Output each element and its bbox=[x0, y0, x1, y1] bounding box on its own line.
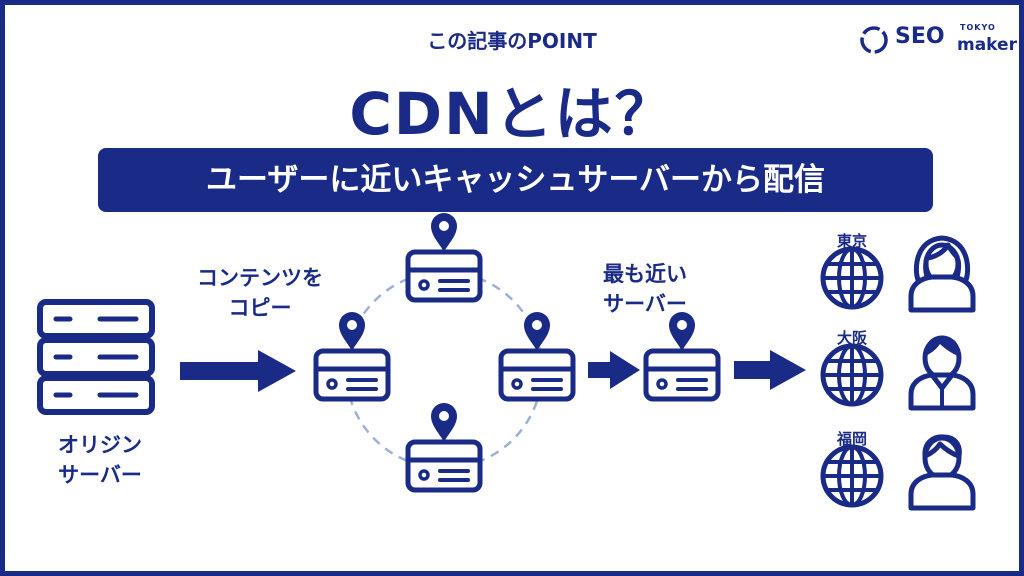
user-icon bbox=[911, 434, 973, 508]
city-label-tokyo: 東京 bbox=[836, 232, 867, 250]
summary-banner: ユーザーに近いキャッシュサーバーから配信 bbox=[98, 148, 933, 212]
nearest-label-line1: 最も近い bbox=[603, 262, 687, 286]
globe-icon bbox=[823, 346, 881, 404]
user-female-icon bbox=[911, 235, 973, 310]
origin-server-label: オリジン サーバー bbox=[35, 430, 165, 490]
seo-maker-logo: SEO TOKYO maker bbox=[857, 23, 1017, 57]
origin-server-icon bbox=[37, 299, 155, 415]
globe-icon bbox=[823, 447, 881, 505]
arrow-right-icon bbox=[180, 350, 296, 392]
location-pin-icon bbox=[339, 312, 365, 351]
location-pin-icon bbox=[431, 213, 457, 252]
cdn-diagram bbox=[37, 213, 1019, 571]
copy-label-line1: コンテンツを bbox=[197, 266, 323, 290]
copy-label-line2: コピー bbox=[228, 296, 292, 320]
page-title: CDNとは？ bbox=[349, 80, 675, 148]
city-label-osaka: 大阪 bbox=[836, 329, 867, 347]
logo-sub-bottom: maker bbox=[957, 35, 1017, 55]
arrow-right-icon bbox=[734, 350, 806, 390]
origin-label-line2: サーバー bbox=[58, 463, 142, 487]
cache-server-top bbox=[408, 252, 480, 300]
copy-content-label: コンテンツを コピー bbox=[185, 263, 335, 323]
cache-server-bottom bbox=[408, 442, 480, 490]
nearest-label-line2: サーバー bbox=[603, 292, 687, 316]
seo-maker-logo-icon bbox=[860, 26, 888, 54]
nearest-cache-server bbox=[646, 351, 718, 399]
arrow-right-icon bbox=[588, 351, 640, 389]
city-label-fukuoka: 福岡 bbox=[836, 430, 867, 448]
location-pin-icon bbox=[524, 312, 550, 351]
article-point-kicker: この記事のPOINT bbox=[427, 29, 597, 53]
nearest-server-label: 最も近い サーバー bbox=[585, 259, 705, 319]
cache-server-right bbox=[501, 351, 573, 399]
logo-sub-top: TOKYO bbox=[960, 23, 996, 32]
origin-label-line1: オリジン bbox=[58, 433, 142, 457]
user-male-icon bbox=[911, 335, 973, 408]
logo-main-text: SEO bbox=[895, 24, 945, 49]
location-pin-icon bbox=[431, 403, 457, 442]
cache-server-left bbox=[316, 351, 388, 399]
globe-icon bbox=[823, 249, 881, 307]
